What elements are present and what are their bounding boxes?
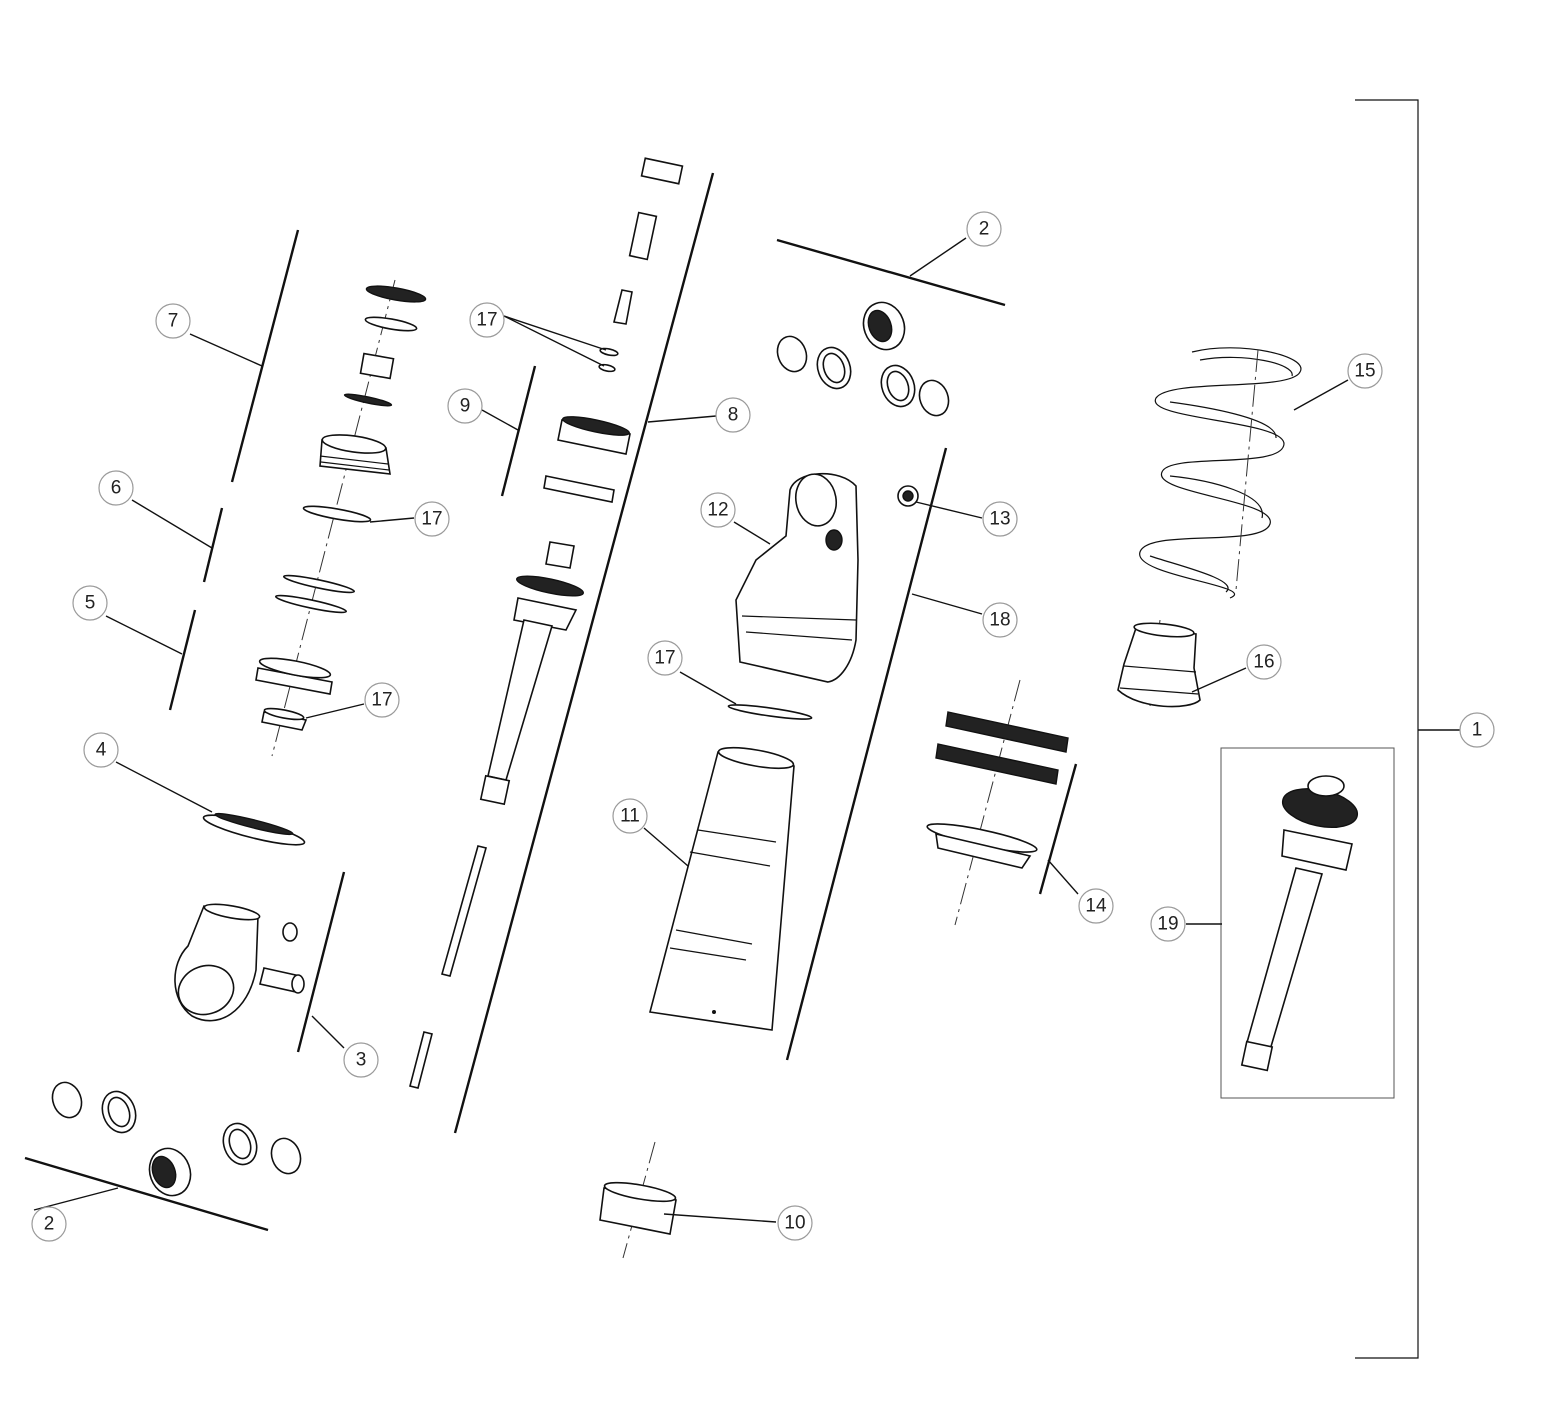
callout-13: 13 [982,501,1018,537]
callout-5: 5 [72,585,108,621]
bearing-group-2-bottom [51,1081,302,1197]
callout-3: 3 [343,1042,379,1078]
shaft-assembly-box [1220,747,1395,1099]
callout-15: 15 [1347,353,1383,389]
callout-16: 16 [1246,644,1282,680]
callout-17-top: 17 [469,302,505,338]
bearing-group-2-top [776,301,950,417]
part-12-body [735,472,859,683]
callout-17-low: 17 [364,682,400,718]
callout-9: 9 [447,388,483,424]
part-group-6 [274,574,356,614]
svg-text:19: 19 [1157,914,1178,935]
callout-7: 7 [155,303,191,339]
svg-text:17: 17 [421,509,442,530]
svg-text:1: 1 [1472,720,1483,741]
svg-text:17: 17 [476,310,497,331]
part-19-assembly [1240,775,1359,1072]
callout-18: 18 [982,602,1018,638]
callout-11: 11 [612,798,648,834]
svg-text:3: 3 [356,1050,367,1071]
svg-text:2: 2 [44,1214,55,1235]
leader-lines [33,237,1349,1223]
svg-text:7: 7 [168,311,179,332]
svg-text:8: 8 [728,405,739,426]
svg-text:2: 2 [979,219,990,240]
callout-17-mid: 17 [414,501,450,537]
part-11-tube [649,746,795,1031]
callout-4: 4 [83,732,119,768]
svg-text:17: 17 [654,648,675,669]
part-16-bumper [1117,622,1201,708]
part-group-3 [174,903,305,1022]
callout-1: 1 [1459,712,1495,748]
svg-text:17: 17 [371,690,392,711]
callout-6: 6 [98,470,134,506]
svg-text:13: 13 [989,509,1010,530]
svg-text:6: 6 [111,478,122,499]
part-17-ring [727,704,813,720]
part-group-5 [255,657,333,731]
callout-2-top: 2 [966,211,1002,247]
callout-17-center: 17 [647,640,683,676]
svg-text:16: 16 [1253,652,1274,673]
svg-text:15: 15 [1354,361,1375,382]
part-15-spring [1139,347,1302,599]
svg-text:12: 12 [707,500,728,521]
part-13 [897,485,919,507]
callout-14: 14 [1078,888,1114,924]
callout-10: 10 [777,1205,813,1241]
svg-text:14: 14 [1085,896,1107,917]
damper-shaft [409,541,584,1089]
svg-text:18: 18 [989,610,1010,631]
group-lines [24,172,1078,1232]
callout-8: 8 [715,397,751,433]
svg-text:9: 9 [460,396,471,417]
svg-text:10: 10 [784,1213,805,1234]
part-group-7 [302,285,427,523]
svg-text:11: 11 [620,806,640,827]
part-group-8 [543,157,684,503]
assembly-bracket [1355,99,1460,1359]
part-group-14 [926,711,1069,869]
svg-text:5: 5 [85,593,96,614]
callout-12: 12 [700,492,736,528]
part-10 [599,1181,677,1235]
part-4 [202,812,306,846]
svg-text:4: 4 [96,740,107,761]
callout-19: 19 [1150,906,1186,942]
callout-2-bottom: 2 [31,1206,67,1242]
